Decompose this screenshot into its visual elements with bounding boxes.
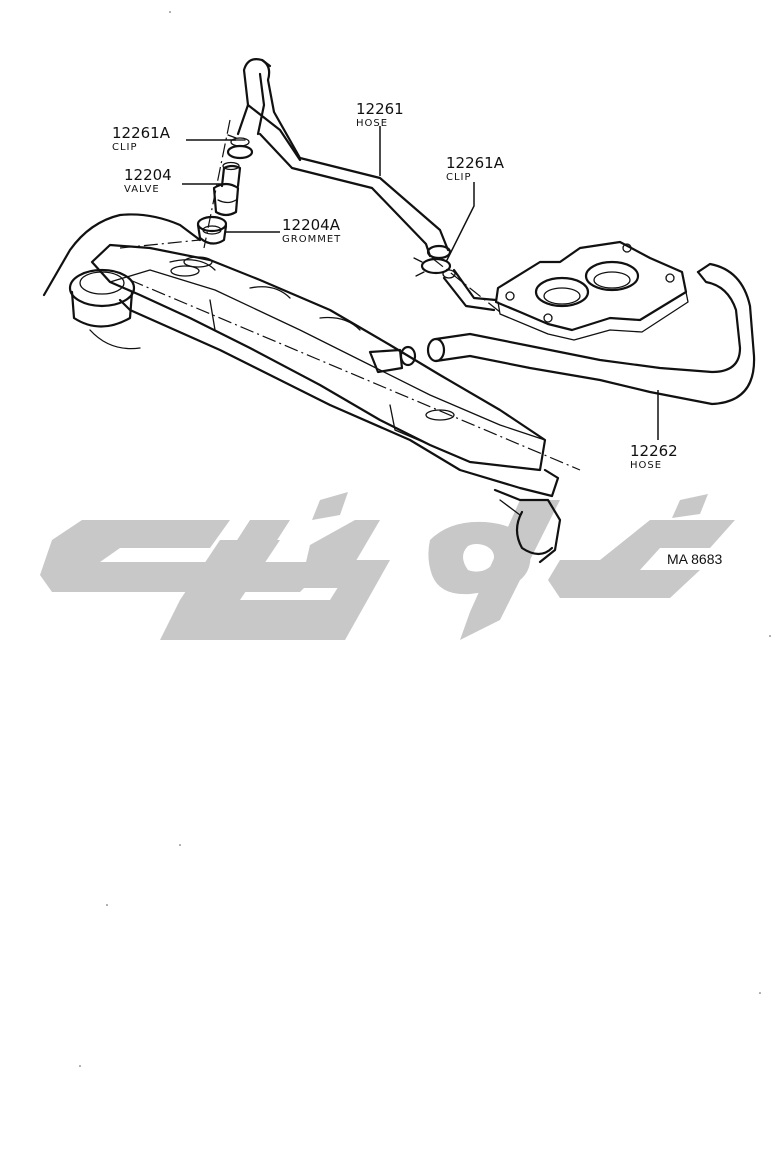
hose-12262-icon [426, 262, 756, 406]
clip-2-number: 12261A [446, 154, 505, 172]
grommet-number: 12204A [282, 216, 341, 234]
hose-12261-icon [236, 58, 452, 260]
hose-2-name: HOSE [630, 460, 662, 471]
pcv-valve-assembly [196, 119, 254, 249]
clip-2-icon [413, 257, 452, 277]
grommet-icon [196, 215, 228, 245]
valve-name: VALVE [124, 184, 160, 195]
callout-valve: 12204 VALVE [124, 166, 172, 195]
clip-icon [226, 134, 254, 160]
clip-1-name: CLIP [112, 142, 138, 153]
leader-lines [182, 126, 659, 440]
oil-filler-cap-icon [68, 268, 136, 328]
watermark-logo [40, 492, 735, 640]
hose-2-number: 12262 [630, 442, 678, 460]
hose-1-number: 12261 [356, 100, 404, 118]
carburetor-flange-icon [442, 240, 689, 341]
callout-hose-1: 12261 HOSE [356, 100, 404, 129]
scan-specks [79, 11, 771, 1067]
clip-1-number: 12261A [112, 124, 171, 142]
callout-hose-2: 12262 HOSE [630, 442, 678, 471]
grommet-name: GROMMET [282, 234, 341, 245]
diagram-reference: MA 8683 [667, 551, 722, 567]
callout-grommet: 12204A GROMMET [282, 216, 341, 245]
clip-2-name: CLIP [446, 172, 472, 183]
callout-clip-1: 12261A CLIP [112, 124, 171, 153]
valve-number: 12204 [124, 166, 172, 184]
engine-cylinder-head [42, 213, 581, 564]
hose-1-name: HOSE [356, 118, 388, 129]
pcv-valve-icon [212, 161, 242, 217]
callout-clip-2: 12261A CLIP [446, 154, 505, 183]
